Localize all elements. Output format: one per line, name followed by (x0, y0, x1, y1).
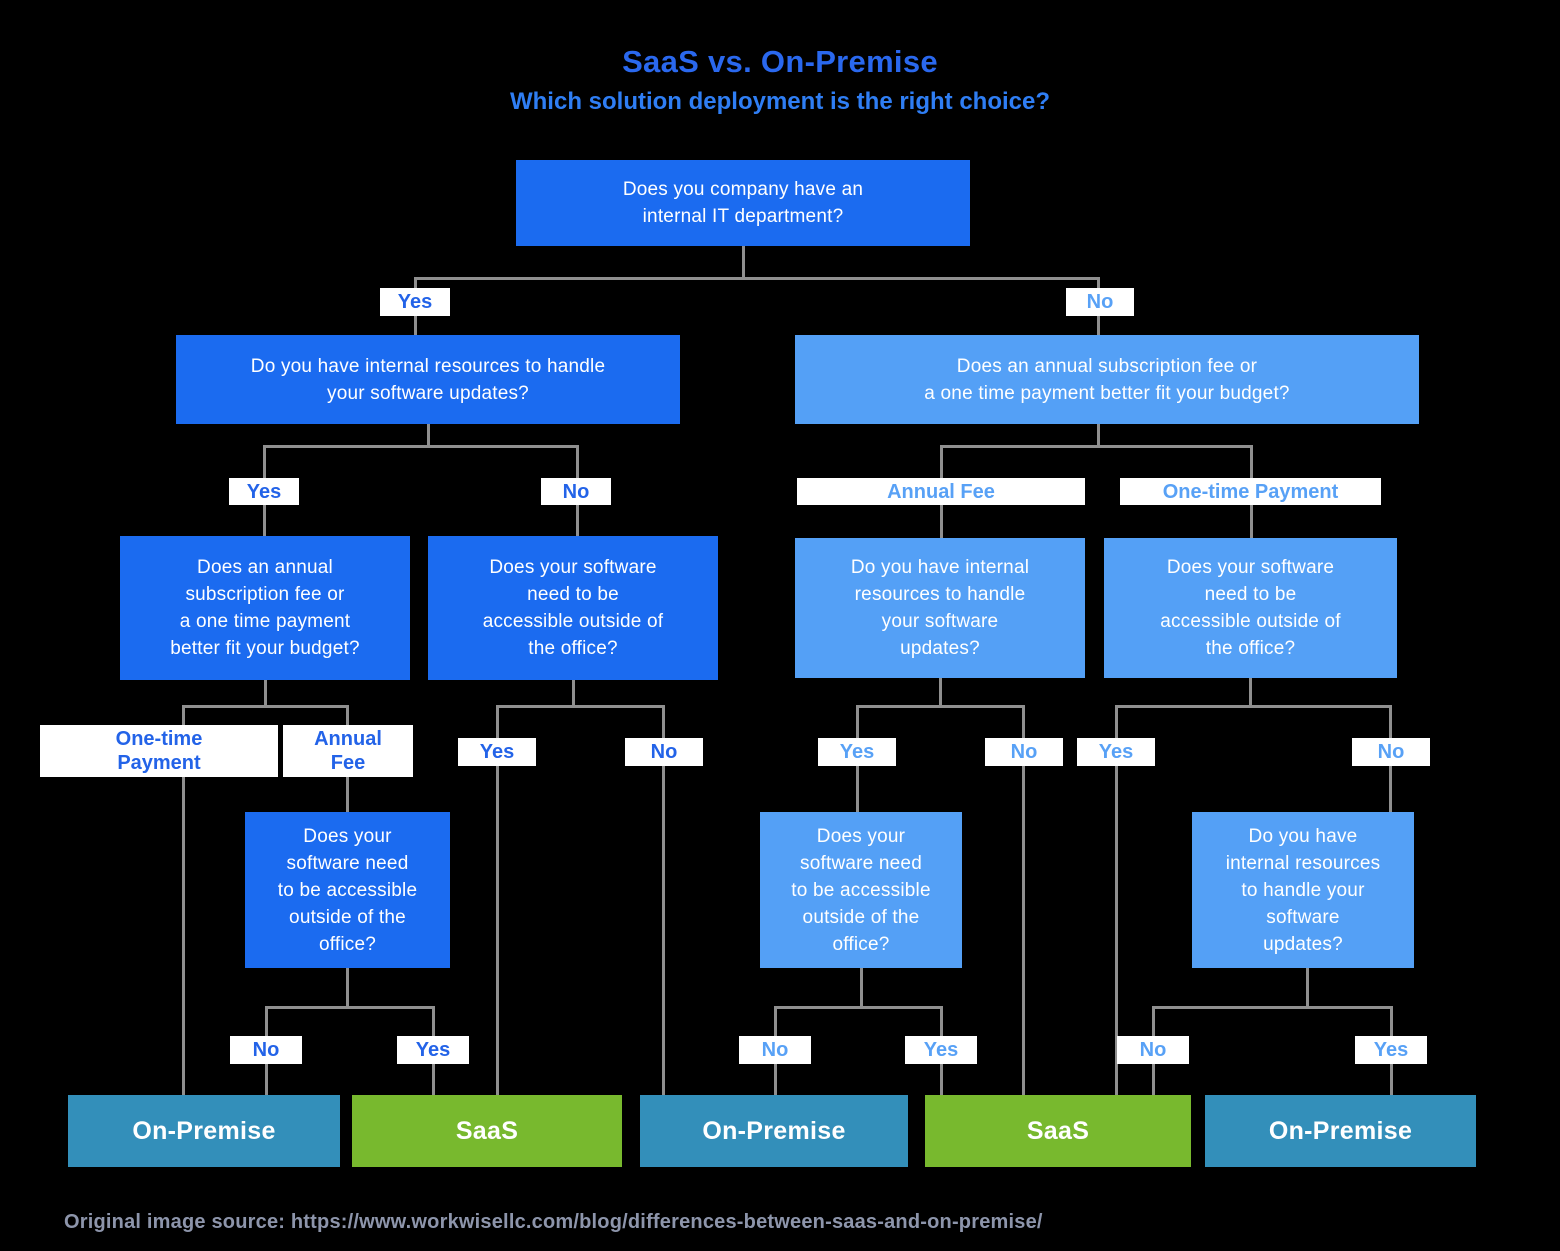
connector-line (414, 277, 1100, 280)
branch-label-access-right-no: No (1352, 738, 1430, 766)
branch-label-root-no: No (1066, 288, 1134, 316)
branch-label-one-time-right: One-time Payment (1120, 478, 1381, 505)
connector-line (856, 705, 1025, 708)
connector-line (572, 680, 575, 708)
question-budget-right: Does an annual subscription fee or a one… (795, 335, 1419, 424)
result-saas-1: SaaS (352, 1095, 622, 1167)
connector-line (496, 705, 499, 1095)
question-access-level4-mid: Does your software need to be accessible… (760, 812, 962, 968)
connector-line (774, 1006, 943, 1009)
branch-label-l4mid-yes: Yes (905, 1036, 977, 1064)
result-on-premise-2: On-Premise (640, 1095, 908, 1167)
branch-label-annual-fee-right: Annual Fee (797, 478, 1085, 505)
connector-line (182, 705, 349, 708)
connector-line (742, 246, 745, 280)
connector-line (860, 968, 863, 1009)
connector-line (1152, 1006, 1393, 1009)
source-attribution: Original image source: https://www.workw… (64, 1211, 1043, 1233)
connector-line (1097, 424, 1100, 448)
question-resources-right: Do you have internal resources to handle… (795, 538, 1085, 678)
connector-line (1115, 705, 1392, 708)
branch-label-resources-right-yes: Yes (818, 738, 896, 766)
question-access-level4-left: Does your software need to be accessible… (245, 812, 450, 968)
connector-line (1249, 678, 1252, 708)
question-root-it-department: Does you company have an internal IT dep… (516, 160, 970, 246)
branch-label-l4mid-no: No (739, 1036, 811, 1064)
question-access-left: Does your software need to be accessible… (428, 536, 718, 680)
connector-line (346, 968, 349, 1009)
question-resources-level4-right: Do you have internal resources to handle… (1192, 812, 1414, 968)
connector-line (496, 705, 665, 708)
connector-line (264, 680, 267, 708)
branch-label-l4left-no: No (230, 1036, 302, 1064)
branch-label-one-time-left: One-time Payment (40, 725, 278, 777)
branch-label-resources-right-no: No (985, 738, 1063, 766)
page-title: SaaS vs. On-Premise (622, 44, 938, 79)
connector-line (182, 705, 185, 1095)
result-saas-2: SaaS (925, 1095, 1191, 1167)
question-budget-left: Does an annual subscription fee or a one… (120, 536, 410, 680)
branch-label-access-left-no: No (625, 738, 703, 766)
result-on-premise-1: On-Premise (68, 1095, 340, 1167)
connector-line (1022, 705, 1025, 1095)
page-subtitle: Which solution deployment is the right c… (509, 88, 1051, 115)
branch-label-l4left-yes: Yes (397, 1036, 469, 1064)
branch-label-root-yes: Yes (380, 288, 450, 316)
branch-label-annual-fee-left: Annual Fee (283, 725, 413, 777)
connector-line (263, 445, 579, 448)
result-on-premise-3: On-Premise (1205, 1095, 1476, 1167)
branch-label-l2left-no: No (541, 478, 611, 505)
branch-label-access-right-yes: Yes (1077, 738, 1155, 766)
branch-label-access-left-yes: Yes (458, 738, 536, 766)
branch-label-l4right-no: No (1117, 1036, 1189, 1064)
connector-line (1306, 968, 1309, 1009)
branch-label-l4right-yes: Yes (1355, 1036, 1427, 1064)
question-internal-resources-left: Do you have internal resources to handle… (176, 335, 680, 424)
connector-line (265, 1006, 435, 1009)
connector-line (427, 424, 430, 448)
connector-line (940, 445, 1253, 448)
branch-label-l2left-yes: Yes (229, 478, 299, 505)
connector-line (662, 705, 665, 1095)
connector-line (939, 678, 942, 708)
question-access-right: Does your software need to be accessible… (1104, 538, 1397, 678)
connector-line (1115, 705, 1118, 1095)
